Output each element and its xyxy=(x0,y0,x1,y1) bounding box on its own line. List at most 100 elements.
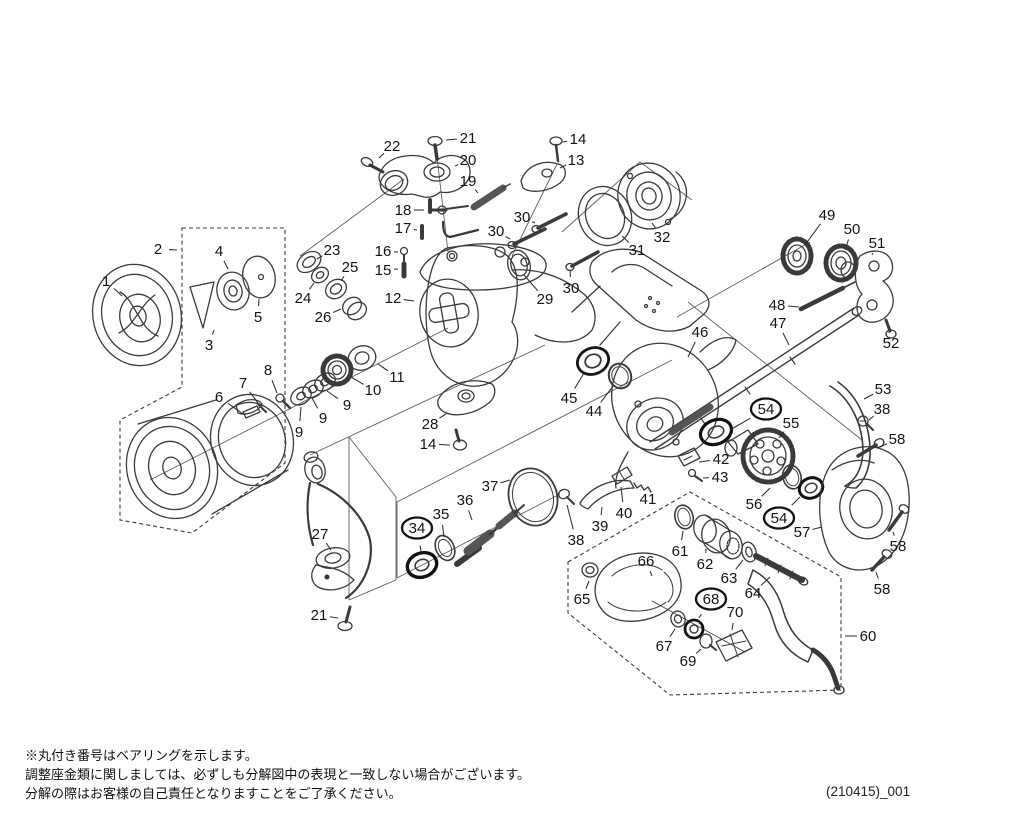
svg-text:69: 69 xyxy=(680,653,697,670)
svg-text:64: 64 xyxy=(745,585,762,602)
svg-text:49: 49 xyxy=(819,207,836,224)
part-label-64: 64 xyxy=(745,576,771,602)
svg-text:60: 60 xyxy=(860,628,877,645)
o-ring-44-drawing xyxy=(607,362,633,390)
drag-knob-drawing xyxy=(91,263,183,367)
svg-text:2: 2 xyxy=(154,241,162,258)
side-cover-57-drawing xyxy=(819,446,910,571)
part-label-57: 57 xyxy=(794,524,823,541)
part-label-63: 63 xyxy=(721,559,744,587)
rotor-washer-29-drawing xyxy=(507,249,531,281)
svg-text:16: 16 xyxy=(375,243,392,260)
part-label-47: 47 xyxy=(770,315,790,346)
washer-56-drawing xyxy=(781,464,803,490)
part-label-5: 5 xyxy=(254,298,262,326)
svg-text:62: 62 xyxy=(697,556,714,573)
part-label-29: 29 xyxy=(523,274,554,308)
svg-text:61: 61 xyxy=(672,543,689,560)
bearing-45-drawing xyxy=(575,346,611,376)
footnote-line-3: 分解の際はお客様の自己責任となりますことをご了承ください。 xyxy=(25,786,402,801)
svg-text:55: 55 xyxy=(783,415,800,432)
svg-text:3: 3 xyxy=(205,337,213,354)
svg-text:30: 30 xyxy=(488,223,505,240)
part-label-34: 34 xyxy=(400,516,434,552)
pinion-bearing-54-upper-drawing xyxy=(698,417,734,447)
svg-text:12: 12 xyxy=(385,290,402,307)
part-label-30: 30 xyxy=(514,209,536,226)
part-label-35: 35 xyxy=(433,506,449,538)
part-label-50: 50 xyxy=(844,221,861,251)
part-label-14: 14 xyxy=(562,131,586,148)
svg-text:4: 4 xyxy=(215,243,223,260)
svg-text:70: 70 xyxy=(727,604,744,621)
svg-text:34: 34 xyxy=(409,520,426,537)
part-label-40: 40 xyxy=(616,486,632,522)
part-label-42: 42 xyxy=(698,451,729,468)
svg-text:46: 46 xyxy=(692,324,709,341)
washers-and-pinion-gear-drawing xyxy=(290,345,377,406)
part-label-8: 8 xyxy=(264,362,278,394)
part-label-58: 58 xyxy=(879,431,905,448)
part-label-70: 70 xyxy=(727,604,744,631)
part-label-44: 44 xyxy=(586,384,615,420)
svg-text:45: 45 xyxy=(561,390,578,407)
svg-text:44: 44 xyxy=(586,403,603,420)
screw-16 xyxy=(399,246,409,256)
part-label-49: 49 xyxy=(804,207,836,246)
svg-text:48: 48 xyxy=(769,297,786,314)
part-label-58: 58 xyxy=(874,571,890,598)
screw-14-center xyxy=(454,428,461,443)
part-label-22: 22 xyxy=(378,138,400,159)
reel-foot-drawing xyxy=(571,248,710,346)
svg-text:7: 7 xyxy=(239,375,247,392)
bail-arm-drawing xyxy=(360,135,471,198)
svg-text:36: 36 xyxy=(457,492,474,509)
part-label-48: 48 xyxy=(769,297,800,314)
part-label-20: 20 xyxy=(454,152,477,169)
part-label-39: 39 xyxy=(592,506,608,535)
svg-text:20: 20 xyxy=(460,152,477,169)
rotor-clutch-32-drawing xyxy=(617,162,688,230)
svg-text:9: 9 xyxy=(295,424,303,441)
part-label-66: 66 xyxy=(638,553,654,577)
part-label-21: 21 xyxy=(445,130,476,147)
footnote-line-2: 調整座金類に関しましては、必ずしも分解図中の表現と一致しない場合がございます。 xyxy=(25,767,531,782)
part-label-41: 41 xyxy=(640,490,657,508)
part-label-55: 55 xyxy=(778,415,800,439)
part-label-38: 38 xyxy=(566,504,585,549)
part-label-25: 25 xyxy=(340,259,358,282)
svg-text:58: 58 xyxy=(890,538,907,555)
handle-knob-65-70-drawing xyxy=(581,552,753,662)
part-label-6: 6 xyxy=(215,389,244,415)
svg-text:50: 50 xyxy=(844,221,861,238)
svg-text:38: 38 xyxy=(874,401,891,418)
part-label-4: 4 xyxy=(215,243,229,270)
part-label-30: 30 xyxy=(488,223,511,240)
part-label-53: 53 xyxy=(863,381,892,400)
svg-text:38: 38 xyxy=(568,532,585,549)
svg-text:53: 53 xyxy=(875,381,892,398)
cover-screws-58-drawing xyxy=(856,438,910,572)
svg-text:65: 65 xyxy=(574,591,591,608)
part-label-31: 31 xyxy=(621,235,645,259)
svg-text:54: 54 xyxy=(771,510,788,527)
part-label-21: 21 xyxy=(311,607,339,624)
svg-text:18: 18 xyxy=(395,202,412,219)
drive-gear-55-drawing xyxy=(724,427,796,485)
svg-text:37: 37 xyxy=(482,478,499,495)
main-shaft-47-48-drawing xyxy=(649,281,863,450)
screw-22 xyxy=(360,156,374,168)
part-label-19: 19 xyxy=(460,173,479,194)
svg-text:9: 9 xyxy=(319,410,327,427)
part-label-17: 17 xyxy=(395,220,418,237)
rotor-flange-28-drawing xyxy=(437,380,496,451)
svg-text:30: 30 xyxy=(563,280,580,297)
svg-text:29: 29 xyxy=(537,291,554,308)
bail-arm-lever-drawing xyxy=(520,136,567,192)
svg-text:15: 15 xyxy=(375,262,392,279)
svg-text:41: 41 xyxy=(640,491,657,508)
svg-text:19: 19 xyxy=(460,173,477,190)
svg-text:68: 68 xyxy=(703,591,720,608)
svg-text:43: 43 xyxy=(712,469,729,486)
